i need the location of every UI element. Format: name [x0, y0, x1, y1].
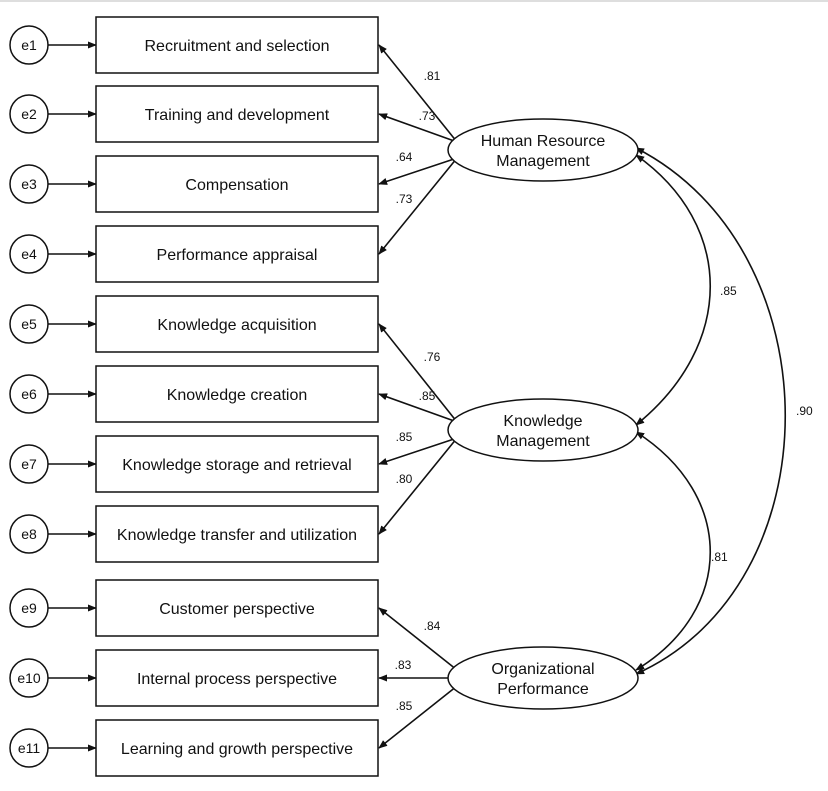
loading-arrow [378, 113, 458, 143]
error-term-label: e11 [18, 740, 41, 756]
indicator-row: e7 Knowledge storage and retrieval [9, 435, 379, 493]
indicator-box-compensation [95, 155, 379, 213]
latent-label-line1: Human Resource [481, 133, 606, 150]
correlation-label-km-op: .81 [711, 550, 728, 564]
indicator-row: e4 Performance appraisal [9, 225, 379, 283]
loading-arrow [378, 323, 458, 423]
indicator-box-knowledge-storage-and-retrieval [95, 435, 379, 493]
correlation-arcs [635, 147, 787, 675]
latent-label-line2: Performance [497, 681, 589, 698]
latent-label-line2: Management [496, 433, 590, 450]
indicator-label: Learning and growth perspective [121, 741, 353, 758]
latent-ellipse [447, 398, 639, 462]
loading-label: .84 [424, 619, 441, 633]
indicator-row: e6 Knowledge creation [9, 365, 379, 423]
indicator-label: Knowledge transfer and utilization [117, 527, 357, 544]
correlation-label-hrm-km: .85 [720, 284, 737, 298]
correlation-label-hrm-op: .90 [796, 404, 813, 418]
correlation-arc-hrm-op [635, 147, 787, 675]
loading-label: .85 [419, 389, 436, 403]
indicator-box-knowledge-creation [95, 365, 379, 423]
indicator-box-knowledge-acquisition [95, 295, 379, 353]
loading-arrow [378, 685, 458, 749]
indicator-row: e9 Customer perspective [9, 579, 379, 637]
error-term-label: e4 [21, 246, 37, 262]
loading-arrow [378, 437, 458, 535]
loading-label: .73 [396, 192, 413, 206]
error-term-label: e6 [21, 386, 37, 402]
error-term-label: e9 [21, 600, 37, 616]
indicator-label: Knowledge creation [167, 387, 308, 404]
loading-label: .64 [396, 150, 413, 164]
latent-label-line2: Management [496, 153, 590, 170]
latent-ellipse [447, 646, 639, 710]
latent-label-line1: Organizational [491, 661, 594, 678]
loading-label: .73 [419, 109, 436, 123]
indicator-row: e5 Knowledge acquisition [9, 295, 379, 353]
indicator-label: Recruitment and selection [145, 38, 330, 55]
indicator-label: Training and development [145, 107, 330, 124]
loading-label: .76 [424, 350, 441, 364]
indicator-label: Customer perspective [159, 601, 315, 618]
indicator-box-recruitment-and-selection [95, 16, 379, 74]
loading-label: .81 [424, 69, 441, 83]
error-term-label: e7 [21, 456, 37, 472]
correlation-arc-hrm-km [635, 154, 712, 426]
correlation-arc-km-op [635, 431, 711, 671]
indicator-label: Internal process perspective [137, 671, 337, 688]
latent-label-line1: Knowledge [503, 413, 582, 430]
loading-arrow [378, 607, 458, 671]
indicator-label: Compensation [185, 177, 288, 194]
indicator-box-training-and-development [95, 85, 379, 143]
indicator-row: e1 Recruitment and selection [9, 16, 379, 74]
indicator-row: e2 Training and development [9, 85, 379, 143]
indicator-row: e8 Knowledge transfer and utilization [9, 505, 379, 563]
error-term-label: e5 [21, 316, 37, 332]
indicator-box-performance-appraisal [95, 225, 379, 283]
error-term-label: e3 [21, 176, 37, 192]
indicator-rows: e1 Recruitment and selection e2 Training an… [9, 16, 379, 777]
latent-factors: Human ResourceManagementKnowledgeManagem… [447, 118, 639, 710]
indicator-row: e11 Learning and growth perspective [9, 719, 379, 777]
loading-arrow [378, 437, 458, 465]
loading-arrow [378, 157, 458, 255]
loading-arrow [378, 393, 458, 423]
indicator-box-knowledge-transfer-and-utilization [95, 505, 379, 563]
indicator-box-learning-and-growth-perspective [95, 719, 379, 777]
indicator-label: Knowledge acquisition [157, 317, 316, 334]
error-term-label: e2 [21, 106, 37, 122]
error-term-label: e8 [21, 526, 37, 542]
indicator-box-customer-perspective [95, 579, 379, 637]
loading-label: .85 [396, 430, 413, 444]
indicator-row: e3 Compensation [9, 155, 379, 213]
latent-ellipse [447, 118, 639, 182]
indicator-row: e10 Internal process perspective [9, 649, 379, 707]
indicator-label: Knowledge storage and retrieval [122, 457, 351, 474]
loading-arrow [378, 157, 458, 185]
error-term-label: e10 [17, 670, 41, 686]
indicator-box-internal-process-perspective [95, 649, 379, 707]
indicator-label: Performance appraisal [157, 247, 318, 264]
loading-arrow [378, 44, 458, 143]
loading-label: .83 [395, 658, 412, 672]
error-term-label: e1 [21, 37, 37, 53]
loading-label: .80 [396, 472, 413, 486]
loading-arrows: .81 .73 .64 .73 .76 .85 .85 .80 .84 .83 .85 [378, 44, 458, 749]
loading-label: .85 [396, 699, 413, 713]
